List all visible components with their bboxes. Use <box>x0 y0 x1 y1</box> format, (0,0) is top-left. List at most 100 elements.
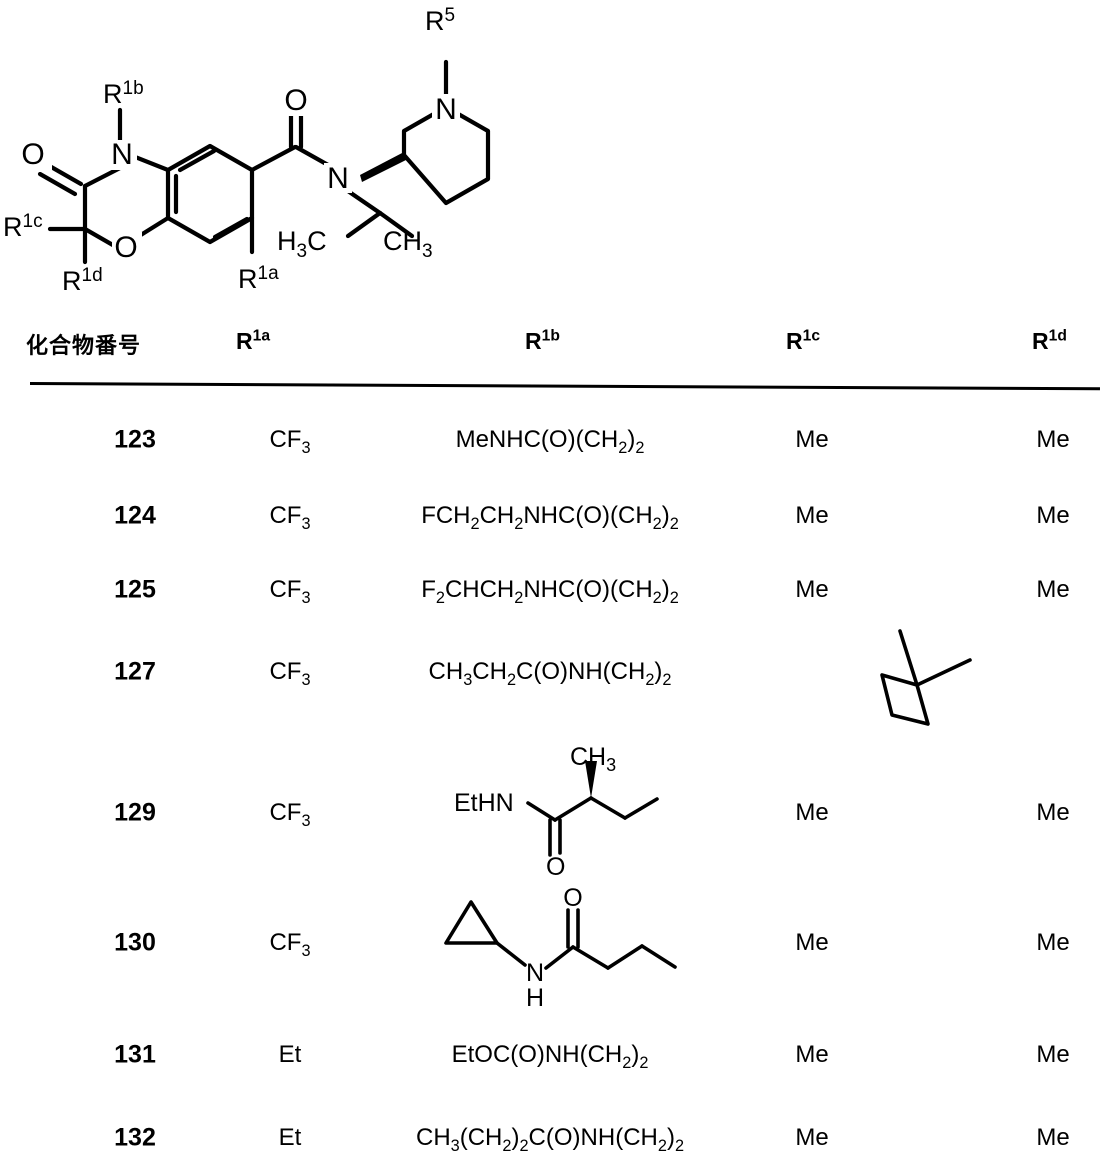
cell-r1d: Me <box>1036 576 1069 604</box>
formula-segment: Me <box>795 426 829 453</box>
formula-segment: Me <box>1036 426 1070 453</box>
label-O: O <box>563 888 582 912</box>
formula-segment: C(O)NH(CH <box>516 658 646 685</box>
formula-subscript: 2 <box>514 588 524 607</box>
formula-segment: NHC(O)(CH <box>523 576 653 603</box>
formula-segment: C(O)NH(CH <box>528 1124 658 1151</box>
formula-subscript: 3 <box>301 588 311 607</box>
structure-130-svg: ONH <box>444 884 677 1012</box>
bond-CH2-CH2 <box>606 944 644 970</box>
cell-r1d: Me <box>1036 799 1069 827</box>
bond-N-to-carbonylC <box>82 164 125 189</box>
label-mask-Oamide <box>282 86 314 116</box>
header-r1d-text: R <box>1032 328 1049 354</box>
label-mask-N1 <box>109 140 137 170</box>
cell-r1b: EtOC(O)NH(CH2)2 <box>451 1041 649 1071</box>
compound-number: 127 <box>114 657 156 686</box>
header-r1c: R1c <box>786 328 820 355</box>
formula-segment: ) <box>661 576 670 603</box>
header-r1b: R1b <box>525 328 560 355</box>
formula-segment: Me <box>1036 502 1070 529</box>
header-r1b-text: R <box>525 328 542 354</box>
formula-subscript: 3 <box>450 1136 460 1155</box>
formula-segment: CF <box>269 799 302 826</box>
cell-r1a: CF3 <box>269 426 311 457</box>
compound-number: 124 <box>114 501 156 530</box>
cell-r1b: CH3(CH2)2C(O)NH(CH2)2 <box>416 1124 685 1155</box>
cyclobutane-ring <box>880 673 930 726</box>
formula-subscript: 3 <box>301 514 311 533</box>
formula-segment: Me <box>1036 576 1070 603</box>
formula-segment: CH <box>472 658 507 685</box>
label-R1a: R1a <box>238 263 279 294</box>
header-compound-no: 化合物番号 <box>26 334 142 359</box>
spiro-cyclobutane-svg <box>880 629 972 726</box>
label-mask-Oketone <box>20 140 52 172</box>
spiro-bond-right <box>915 658 972 687</box>
formula-segment: Et <box>278 1041 302 1068</box>
label-EtHN: EtHN <box>454 789 514 817</box>
formula-segment: Me <box>1036 799 1070 826</box>
formula-subscript: 2 <box>502 1136 512 1155</box>
formula-segment: Me <box>1036 1041 1070 1068</box>
header-divider-rule <box>29 382 1100 391</box>
cell-r1c: Me <box>795 799 828 827</box>
formula-segment: F <box>421 576 436 603</box>
compound-number: 132 <box>114 1123 156 1152</box>
bond-carbonylC-CH2 <box>571 945 610 970</box>
cell-compound-no: 131 <box>114 1041 156 1070</box>
formula-subscript: 2 <box>652 514 662 533</box>
cell-compound-no: 127 <box>114 658 156 687</box>
formula-subscript: 2 <box>514 514 524 533</box>
cell-r1c: Me <box>795 1124 828 1152</box>
cell-r1c: Me <box>795 576 828 604</box>
formula-segment: ) <box>511 1124 520 1151</box>
bond-cPr-N <box>495 941 527 967</box>
formula-subscript: 2 <box>519 1136 529 1155</box>
formula-segment: Et <box>278 1124 302 1151</box>
label-CH3-left: H3C <box>277 226 327 262</box>
formula-segment: CF <box>269 576 302 603</box>
formula-segment: EtOC(O)NH(CH <box>451 1041 623 1068</box>
cell-r1b: MeNHC(O)(CH2)2 <box>456 426 645 457</box>
formula-subscript: 3 <box>301 670 311 689</box>
formula-segment: CHCH <box>444 576 515 603</box>
label-R5: R5 <box>425 5 455 36</box>
label-R1d: R1d <box>62 265 103 296</box>
compound-number: 130 <box>114 928 156 957</box>
formula-segment: ) <box>627 426 636 453</box>
cell-r1a: Et <box>279 1041 302 1069</box>
formula-segment: Me <box>1036 1124 1070 1151</box>
table-header-row: 化合物番号 R1a R1b R1c R1d <box>0 318 1116 391</box>
atom-label-N-ring: N <box>111 138 133 171</box>
header-r1c-text: R <box>786 328 803 354</box>
cell-r1d: Me <box>1036 1041 1069 1069</box>
cell-r1a: CF3 <box>269 929 310 959</box>
formula-segment: Me <box>795 1124 829 1151</box>
bond-carbonylC-CH <box>553 796 593 822</box>
stereo-wedge-bond <box>360 152 406 182</box>
formula-segment: Me <box>795 576 829 603</box>
formula-segment: CF <box>269 929 302 956</box>
formula-segment: CF <box>269 426 302 453</box>
cell-compound-no: 132 <box>114 1124 156 1153</box>
formula-subscript: 2 <box>674 1136 685 1155</box>
label-mask-N3 <box>432 94 460 124</box>
cell-r1a: CF3 <box>269 799 310 829</box>
formula-segment: CF <box>269 658 302 685</box>
formula-subscript: 3 <box>301 438 311 457</box>
label-H: H <box>526 984 544 1008</box>
atom-label-N-amide: N <box>327 162 349 195</box>
bond-N-carbonylC <box>544 945 575 970</box>
formula-subscript: 2 <box>657 1136 667 1155</box>
compound-number: 131 <box>114 1040 156 1069</box>
formula-subscript: 2 <box>618 438 628 457</box>
cell-r1a: Et <box>279 1124 302 1152</box>
cell-r1c: Me <box>795 929 828 957</box>
cell-compound-no: 129 <box>114 799 156 828</box>
formula-segment: ) <box>654 658 663 685</box>
cell-r1a: CF3 <box>269 502 311 533</box>
